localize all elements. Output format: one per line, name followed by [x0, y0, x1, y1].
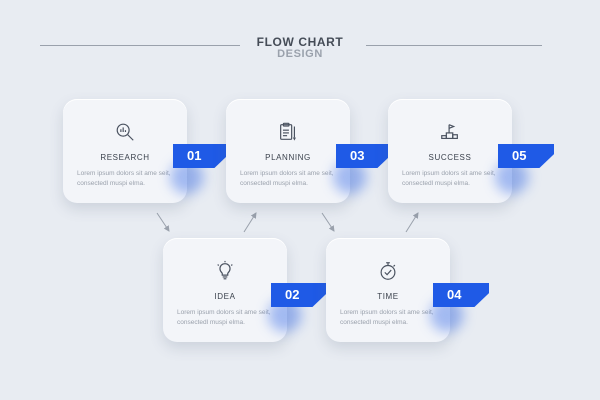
step-number: 01 — [187, 148, 202, 163]
step-card-success: SUCCESS Lorem ipsum dolors sit ame seit,… — [388, 99, 512, 203]
step-label: RESEARCH — [100, 153, 150, 162]
arrow-2-to-3 — [243, 212, 257, 233]
step-badge-01: 01 — [173, 144, 229, 168]
step-card-time: TIME Lorem ipsum dolors sit ame seit, co… — [326, 238, 450, 342]
magnifier-chart-icon — [63, 121, 187, 148]
arrow-4-to-5 — [405, 212, 419, 233]
step-description: Lorem ipsum dolors sit ame seit, consect… — [240, 170, 334, 187]
step-description: Lorem ipsum dolors sit ame seit, consect… — [77, 170, 171, 187]
header-subtitle: DESIGN — [277, 48, 323, 60]
step-label: TIME — [377, 292, 399, 301]
step-description: Lorem ipsum dolors sit ame seit, consect… — [177, 309, 271, 326]
step-badge-02: 02 — [271, 283, 327, 307]
step-number: 05 — [512, 148, 527, 163]
step-number: 04 — [447, 287, 462, 302]
header-rule-left — [40, 45, 240, 46]
step-number: 03 — [350, 148, 365, 163]
step-label: PLANNING — [265, 153, 311, 162]
step-card-planning: PLANNING Lorem ipsum dolors sit ame seit… — [226, 99, 350, 203]
header: FLOW CHART DESIGN — [0, 30, 600, 70]
step-badge-04: 04 — [433, 283, 489, 307]
header-rule-right — [366, 45, 542, 46]
arrow-3-to-4 — [321, 212, 335, 232]
arrow-1-to-2 — [156, 212, 170, 232]
step-badge-05: 05 — [498, 144, 554, 168]
stopwatch-icon — [326, 260, 450, 287]
step-number: 02 — [285, 287, 300, 302]
lightbulb-icon — [163, 260, 287, 287]
step-description: Lorem ipsum dolors sit ame seit, consect… — [402, 170, 496, 187]
step-card-idea: IDEA Lorem ipsum dolors sit ame seit, co… — [163, 238, 287, 342]
step-label: SUCCESS — [428, 153, 472, 162]
header-title: FLOW CHART — [256, 35, 344, 49]
step-description: Lorem ipsum dolors sit ame seit, consect… — [340, 309, 434, 326]
podium-flag-icon — [388, 121, 512, 148]
step-label: IDEA — [214, 292, 236, 301]
step-badge-03: 03 — [336, 144, 392, 168]
clipboard-pen-icon — [226, 121, 350, 148]
step-card-research: RESEARCH Lorem ipsum dolors sit ame seit… — [63, 99, 187, 203]
